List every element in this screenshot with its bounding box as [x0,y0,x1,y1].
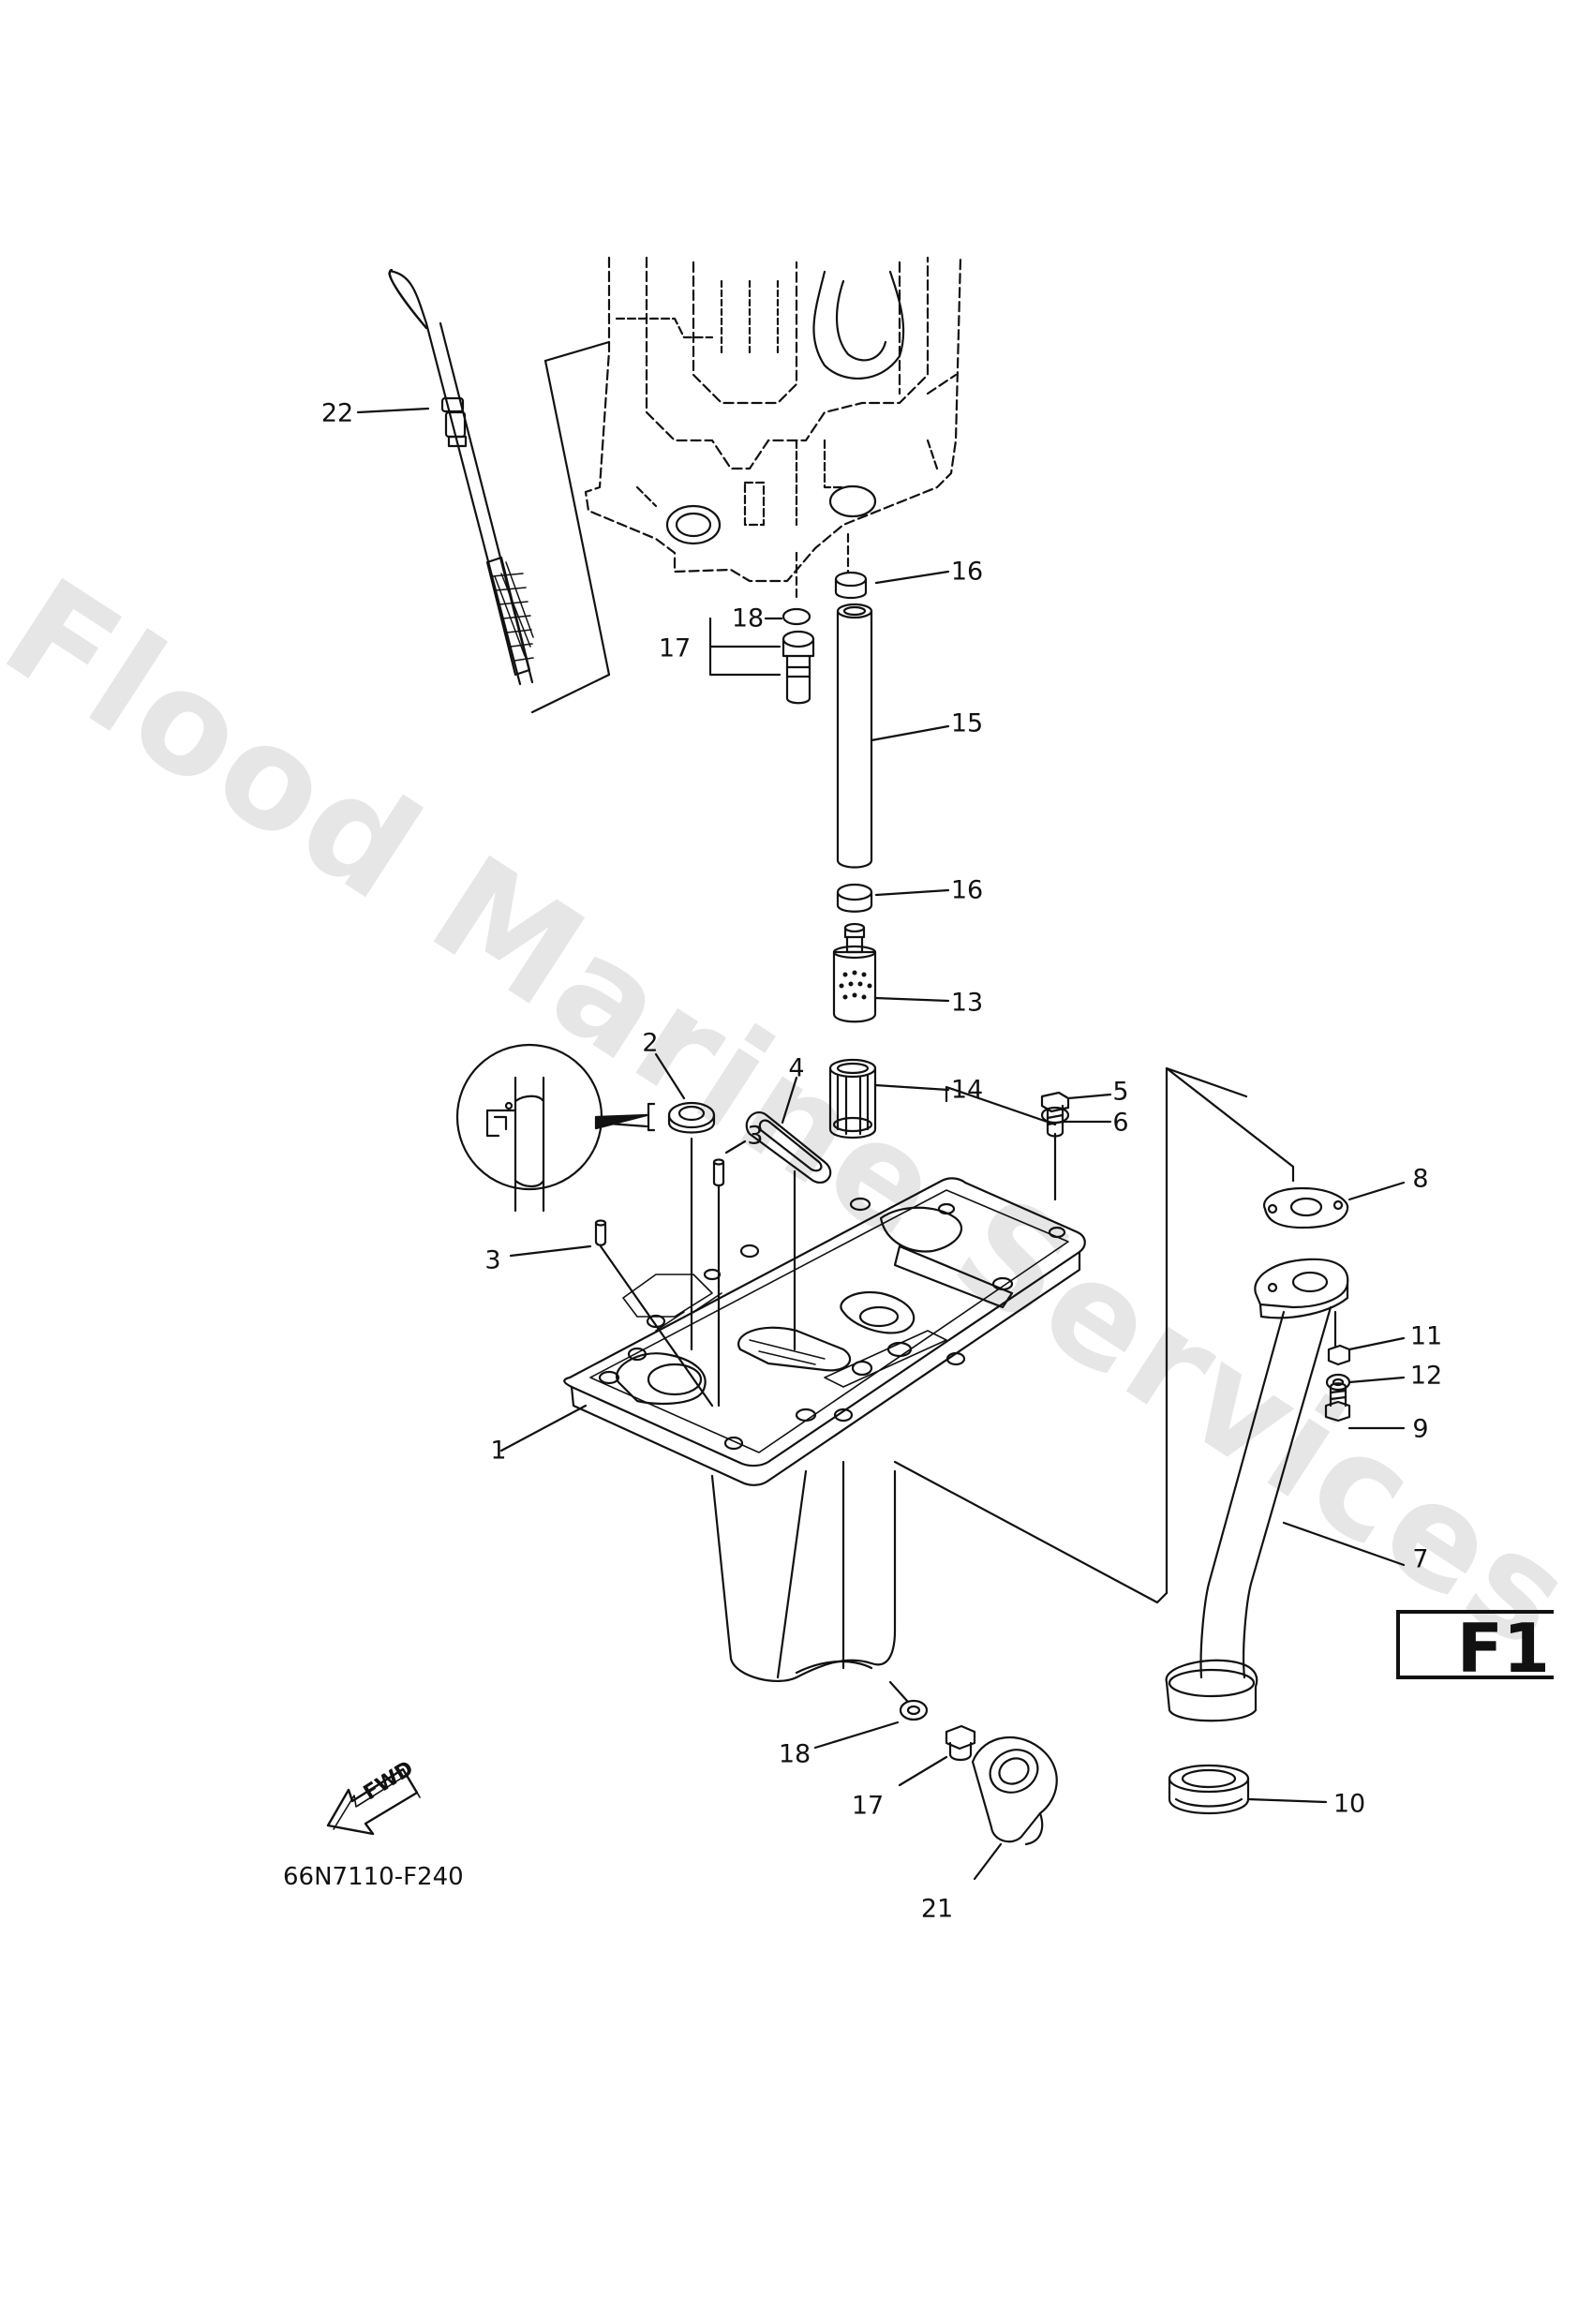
callout-19: 17 [851,1791,885,1821]
callout-6: 6 [1112,1108,1129,1138]
callout-20: 18 [778,1739,811,1769]
part-4-gasket [745,1111,832,1184]
diagram-code: 66N7110-F240 [283,1863,464,1891]
part-16-grommet-upper [834,571,868,600]
part-14-strainer-cage [828,1058,877,1139]
callout-16-lower: 16 [950,875,984,905]
engine-block-phantom [584,256,962,583]
callout-14: 14 [950,1075,984,1105]
part-8-gasket [1262,1186,1349,1229]
callout-1: 1 [490,1436,507,1466]
seal-detail-bubble [455,1043,656,1213]
callout-10: 10 [1332,1789,1366,1819]
part-3-dowel-pin-a [712,1158,725,1187]
part-5-bolt [1040,1091,1070,1138]
callout-21: 21 [920,1894,954,1924]
callout-16-upper: 16 [950,557,984,587]
part-11-nut [1327,1344,1351,1366]
callout-22: 22 [320,398,354,428]
part-13-strainer [832,922,877,1023]
callout-8: 8 [1412,1164,1429,1194]
part-20-gasket [899,1699,929,1721]
part-10-grommet [1168,1764,1250,1815]
part-16-grommet-lower [836,883,873,913]
part-19-drain-bolt [945,1724,976,1762]
callout-2: 2 [642,1028,659,1058]
part-6-washer [1040,1106,1070,1125]
part-21-grommet [971,1736,1058,1846]
callout-4: 4 [788,1053,805,1083]
callout-13: 13 [950,988,984,1018]
page-label-box: F1 [1396,1610,1554,1683]
part-17-union [782,630,815,705]
part-1-exhaust-guide [563,1066,1248,1682]
part-18-o-ring [782,607,811,626]
callout-11: 11 [1409,1321,1443,1351]
callout-5: 5 [1112,1077,1129,1107]
part-3-dowel-pin-b [594,1219,607,1246]
callout-12: 12 [1409,1361,1443,1391]
part-9-bolt [1324,1382,1351,1423]
callout-17: 17 [658,633,692,663]
part-2-oil-seal [667,1101,716,1134]
part-22-dipstick [388,268,534,686]
part-15-pipe [836,603,873,869]
callout-18: 18 [731,603,765,633]
callout-3-lower: 3 [484,1245,501,1275]
fwd-arrow-icon [326,1767,421,1836]
callout-7: 7 [1412,1544,1429,1574]
callout-9: 9 [1412,1414,1429,1444]
part-7-pipe [1165,1258,1349,1722]
callout-3-upper: 3 [747,1121,764,1151]
callout-15: 15 [950,708,984,738]
